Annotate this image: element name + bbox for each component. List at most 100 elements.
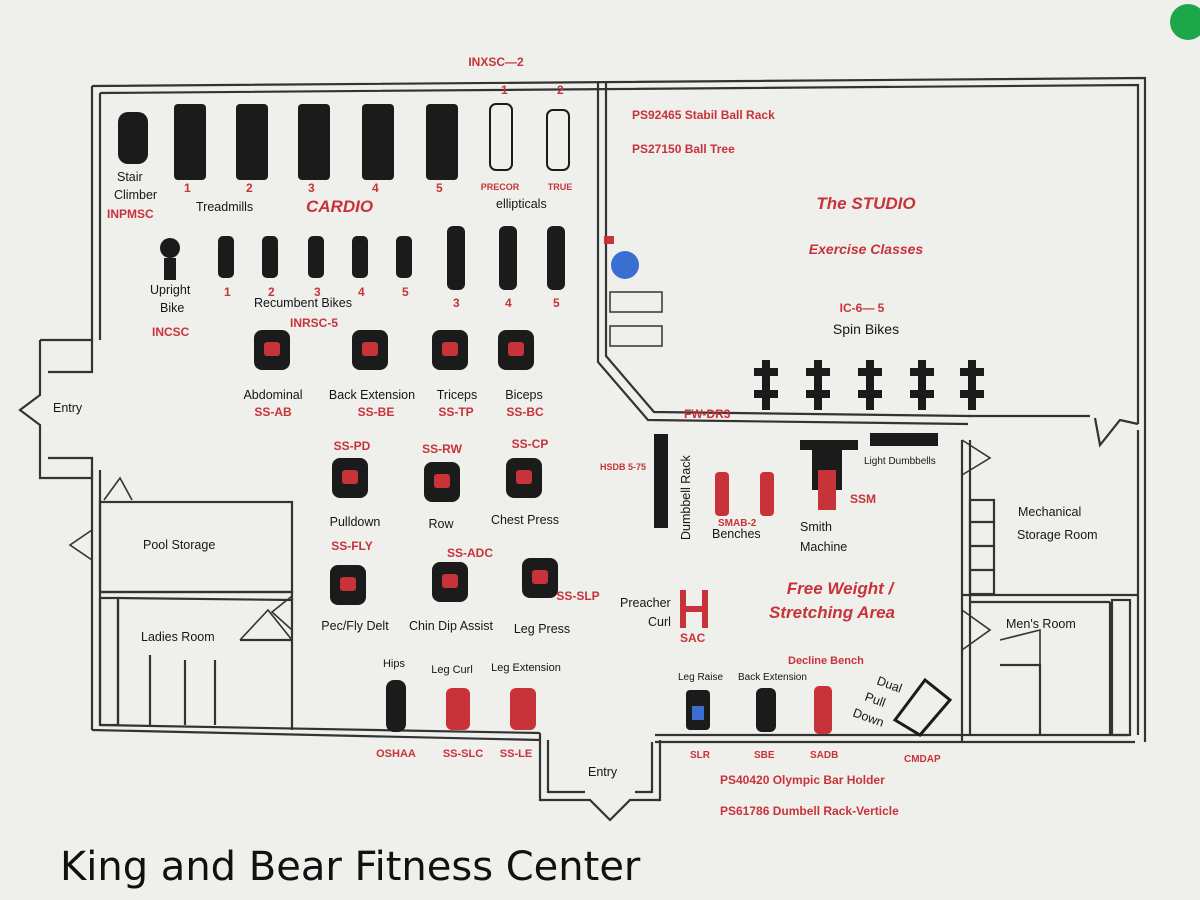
decline-bench-label: Decline Bench — [788, 655, 864, 667]
mat-2 — [609, 325, 663, 347]
mens-room-label: Men's Room — [1006, 617, 1076, 631]
entry-left-label: Entry — [53, 401, 83, 415]
benches-label: Benches — [712, 527, 761, 541]
smith-label-1: Smith — [800, 520, 832, 534]
preacher-label-1: Preacher — [620, 596, 671, 610]
stability-ball — [611, 251, 639, 279]
pec-fly-delt-label: Pec/Fly Delt — [321, 619, 389, 633]
ellipticals-label: ellipticals — [496, 197, 547, 211]
recumbent-number-2: 2 — [268, 285, 275, 299]
dumbbell-rack — [654, 434, 668, 528]
row-code: SS-RW — [422, 442, 462, 456]
preacher-code: SAC — [680, 631, 706, 645]
treadmill-number-1: 1 — [184, 181, 191, 195]
treadmill-4-icon — [362, 104, 394, 180]
treadmill-number-5: 5 — [436, 181, 443, 195]
treadmill-2-icon — [236, 104, 268, 180]
spin-bike-4-icon — [918, 360, 926, 410]
abdominal-code: SS-AB — [254, 405, 292, 419]
tall-bike-number-3: 5 — [553, 296, 560, 310]
studio-name: The STUDIO — [816, 194, 915, 213]
recumbent-number-1: 1 — [224, 285, 231, 299]
recumbent-bike-5-icon — [396, 236, 412, 278]
back-ext-code: SBE — [754, 750, 775, 761]
free-weight-code: FW-DR3 — [684, 407, 731, 421]
building-walls — [18, 76, 1147, 822]
treadmill-3-icon — [298, 104, 330, 180]
recumbent-bike-2-icon — [262, 236, 278, 278]
dumbbell-rack-code: HSDB 5-75 — [600, 462, 646, 472]
triceps-label: Triceps — [437, 388, 478, 402]
bench-2 — [760, 472, 774, 516]
entry-bottom-label: Entry — [588, 765, 618, 779]
recumbent-bike-group — [218, 236, 412, 278]
decline-code: SADB — [810, 750, 838, 761]
decline-bench-icon — [814, 686, 832, 734]
treadmill-number-3: 3 — [308, 181, 315, 195]
pulldown-label: Pulldown — [330, 515, 381, 529]
stair-climber-code: INPMSC — [107, 207, 154, 221]
spin-code: IC-6— 5 — [840, 301, 885, 315]
mechanical-label-2: Storage Room — [1017, 528, 1098, 542]
tall-bike-number-1: 3 — [453, 296, 460, 310]
studio-rack-2: PS27150 Ball Tree — [632, 142, 735, 156]
pull-code: CMDAP — [904, 754, 941, 765]
upright-bike-label-1: Upright — [150, 283, 191, 297]
leg-curl-icon — [446, 688, 470, 730]
leg-press-code: SS-SLP — [556, 589, 599, 603]
back-ext-label: Back Extension — [738, 672, 807, 683]
dumbbell-rack-label: Dumbbell Rack — [679, 454, 693, 540]
pulldown-code: SS-PD — [334, 439, 371, 453]
recumbent-bike-3-icon — [308, 236, 324, 278]
pec-fly-delt-code: SS-FLY — [331, 539, 373, 553]
stair-climber-label-1: Stair — [117, 170, 143, 184]
dual-pull-down-icon — [892, 677, 953, 737]
treadmills-label: Treadmills — [196, 200, 253, 214]
leg-extension-code: SS-LE — [500, 748, 532, 760]
elliptical-precor-icon — [489, 103, 513, 171]
mechanical-label-1: Mechanical — [1018, 505, 1081, 519]
recumbent-bike-4-icon — [352, 236, 368, 278]
back-extension-icon — [756, 688, 776, 732]
tall-bike-numbers: 3 4 5 — [453, 296, 560, 310]
recumbent-number-5: 5 — [402, 285, 409, 299]
tall-bike-number-2: 4 — [505, 296, 512, 310]
elliptical-number-2: 2 — [557, 83, 564, 97]
hips-label: Hips — [383, 658, 406, 670]
biceps-code: SS-BC — [506, 405, 544, 419]
leg-press-label: Leg Press — [514, 622, 570, 636]
upright-bike-label-2: Bike — [160, 301, 184, 315]
studio-sub: Exercise Classes — [809, 241, 924, 257]
leg-raise-code: SLR — [690, 750, 711, 761]
dual-pull-2: Pull — [863, 690, 887, 710]
machine-icons — [254, 330, 558, 605]
page-title: King and Bear Fitness Center — [60, 844, 641, 890]
light-dumbbells-label: Light Dumbbells — [864, 456, 936, 467]
row-label: Row — [428, 517, 454, 531]
treadmill-5-icon — [426, 104, 458, 180]
equipment-shapes — [118, 103, 984, 737]
top-code: INXSC—2 — [468, 55, 524, 69]
recumbent-label: Recumbent Bikes — [254, 296, 352, 310]
hips-code: OSHAA — [376, 748, 416, 760]
tall-bike-group — [447, 226, 565, 290]
stair-climber-icon — [118, 112, 148, 164]
elliptical-number-1: 1 — [501, 83, 508, 97]
leg-curl-label: Leg Curl — [431, 664, 473, 676]
leg-extension-label: Leg Extension — [491, 662, 561, 674]
chest-press-label: Chest Press — [491, 513, 559, 527]
upright-bike-code: INCSC — [152, 325, 190, 339]
smith-code: SSM — [850, 492, 876, 506]
preacher-label-2: Curl — [648, 615, 671, 629]
upright-bike-icon — [160, 238, 180, 258]
tall-bike-1-icon — [447, 226, 465, 290]
free-weight-name-2: Stretching Area — [769, 603, 895, 622]
benches-code: SMAB-2 — [718, 518, 757, 529]
door-swings — [68, 439, 1041, 665]
